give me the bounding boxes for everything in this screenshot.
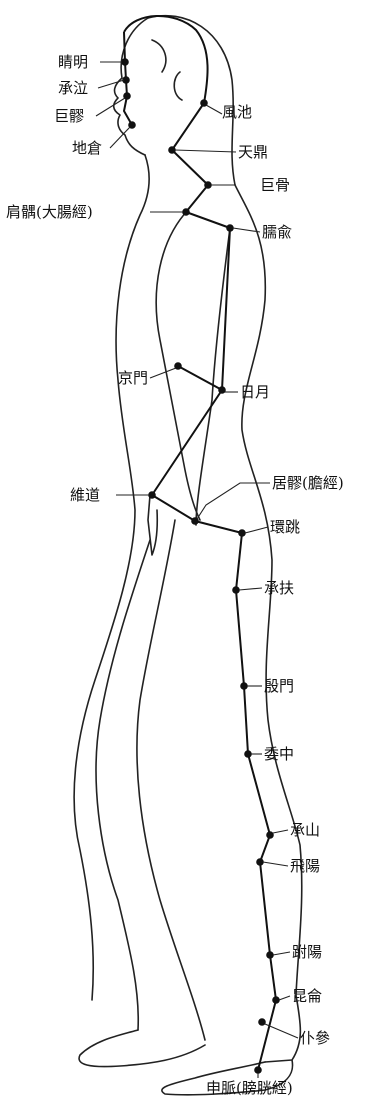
label-fengchi: 風池 bbox=[222, 103, 252, 121]
label-naoshu: 臑兪 bbox=[262, 223, 292, 241]
label-jianyu: 肩髃(大腸經) bbox=[6, 203, 93, 221]
label-juliao-face: 巨髎 bbox=[54, 107, 84, 125]
point-chengfu bbox=[232, 586, 240, 594]
label-fuyang: 跗陽 bbox=[292, 943, 322, 961]
point-weizhong bbox=[244, 750, 252, 758]
point-huantiao bbox=[238, 529, 246, 537]
label-chengqi: 承泣 bbox=[58, 79, 88, 97]
point-fengchi bbox=[200, 99, 208, 107]
label-yinmen: 殷門 bbox=[264, 677, 294, 695]
label-jugu: 巨骨 bbox=[260, 176, 290, 194]
point-labels: 睛明 承泣 巨髎 地倉 風池 天鼎 巨骨 肩髃(大腸經) 臑兪 京門 日月 維道… bbox=[6, 53, 344, 1097]
label-kunlun: 昆侖 bbox=[292, 987, 322, 1005]
label-shenmai: 申脈(膀胱經) bbox=[206, 1079, 293, 1097]
label-dicang: 地倉 bbox=[72, 139, 102, 157]
label-weizhong: 委中 bbox=[264, 745, 294, 763]
label-chengshan: 承山 bbox=[290, 821, 320, 839]
label-riyue: 日月 bbox=[240, 383, 270, 401]
point-chengshan bbox=[266, 831, 274, 839]
point-weidao bbox=[148, 491, 156, 499]
label-jingming: 睛明 bbox=[58, 53, 88, 71]
meridian-line bbox=[123, 15, 277, 1071]
point-jingmen bbox=[174, 362, 182, 370]
label-pucan: 仆參 bbox=[300, 1029, 330, 1047]
point-riyue bbox=[218, 386, 226, 394]
point-jianyu bbox=[182, 208, 190, 216]
label-chengfu: 承扶 bbox=[264, 579, 294, 597]
point-shenmai bbox=[254, 1066, 262, 1074]
acupoints bbox=[121, 58, 280, 1074]
point-jingming bbox=[121, 58, 129, 66]
point-pucan bbox=[258, 1018, 266, 1026]
leader-lines bbox=[95, 61, 299, 1078]
label-jingmen: 京門 bbox=[118, 369, 148, 387]
label-feiyang: 飛陽 bbox=[290, 857, 320, 875]
label-weidao: 維道 bbox=[70, 486, 100, 504]
point-chengqi bbox=[122, 76, 130, 84]
point-jugu bbox=[204, 181, 212, 189]
body-outline bbox=[73, 14, 303, 1096]
point-dicang bbox=[128, 121, 136, 129]
point-juliao-face bbox=[123, 92, 131, 100]
point-juliao-hip bbox=[191, 517, 199, 525]
point-feiyang bbox=[256, 858, 264, 866]
point-naoshu bbox=[226, 224, 234, 232]
point-yinmen bbox=[240, 682, 248, 690]
point-kunlun bbox=[272, 996, 280, 1004]
label-tianding: 天鼎 bbox=[238, 143, 268, 161]
point-tianding bbox=[168, 146, 176, 154]
point-fuyang bbox=[266, 951, 274, 959]
label-juliao-hip: 居髎(膽經) bbox=[272, 474, 344, 492]
label-huantiao: 環跳 bbox=[270, 518, 300, 536]
